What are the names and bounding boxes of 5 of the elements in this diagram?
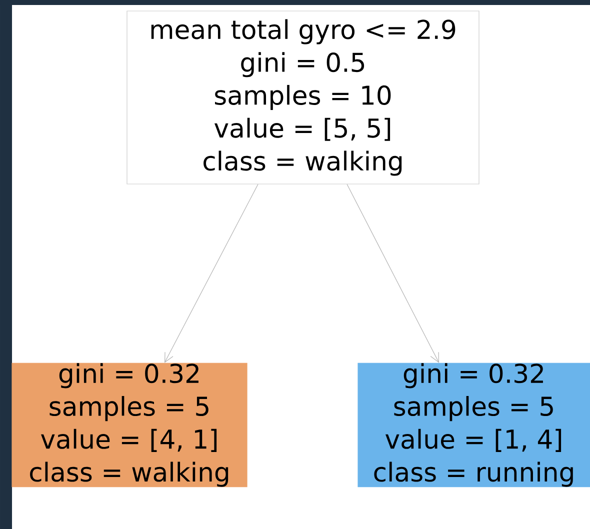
arrow — [164, 184, 258, 363]
tree-node-box: gini = 0.32 samples = 5 value = [4, 1] class = walking — [12, 362, 248, 488]
tree-node-box: mean total gyro <= 2.9 gini = 0.5 samples = 10 value = [5, 5] class = walking — [126, 10, 480, 184]
tree-node-box: gini = 0.32 samples = 5 value = [1, 4] class = running — [358, 362, 590, 488]
arrow — [346, 184, 439, 363]
